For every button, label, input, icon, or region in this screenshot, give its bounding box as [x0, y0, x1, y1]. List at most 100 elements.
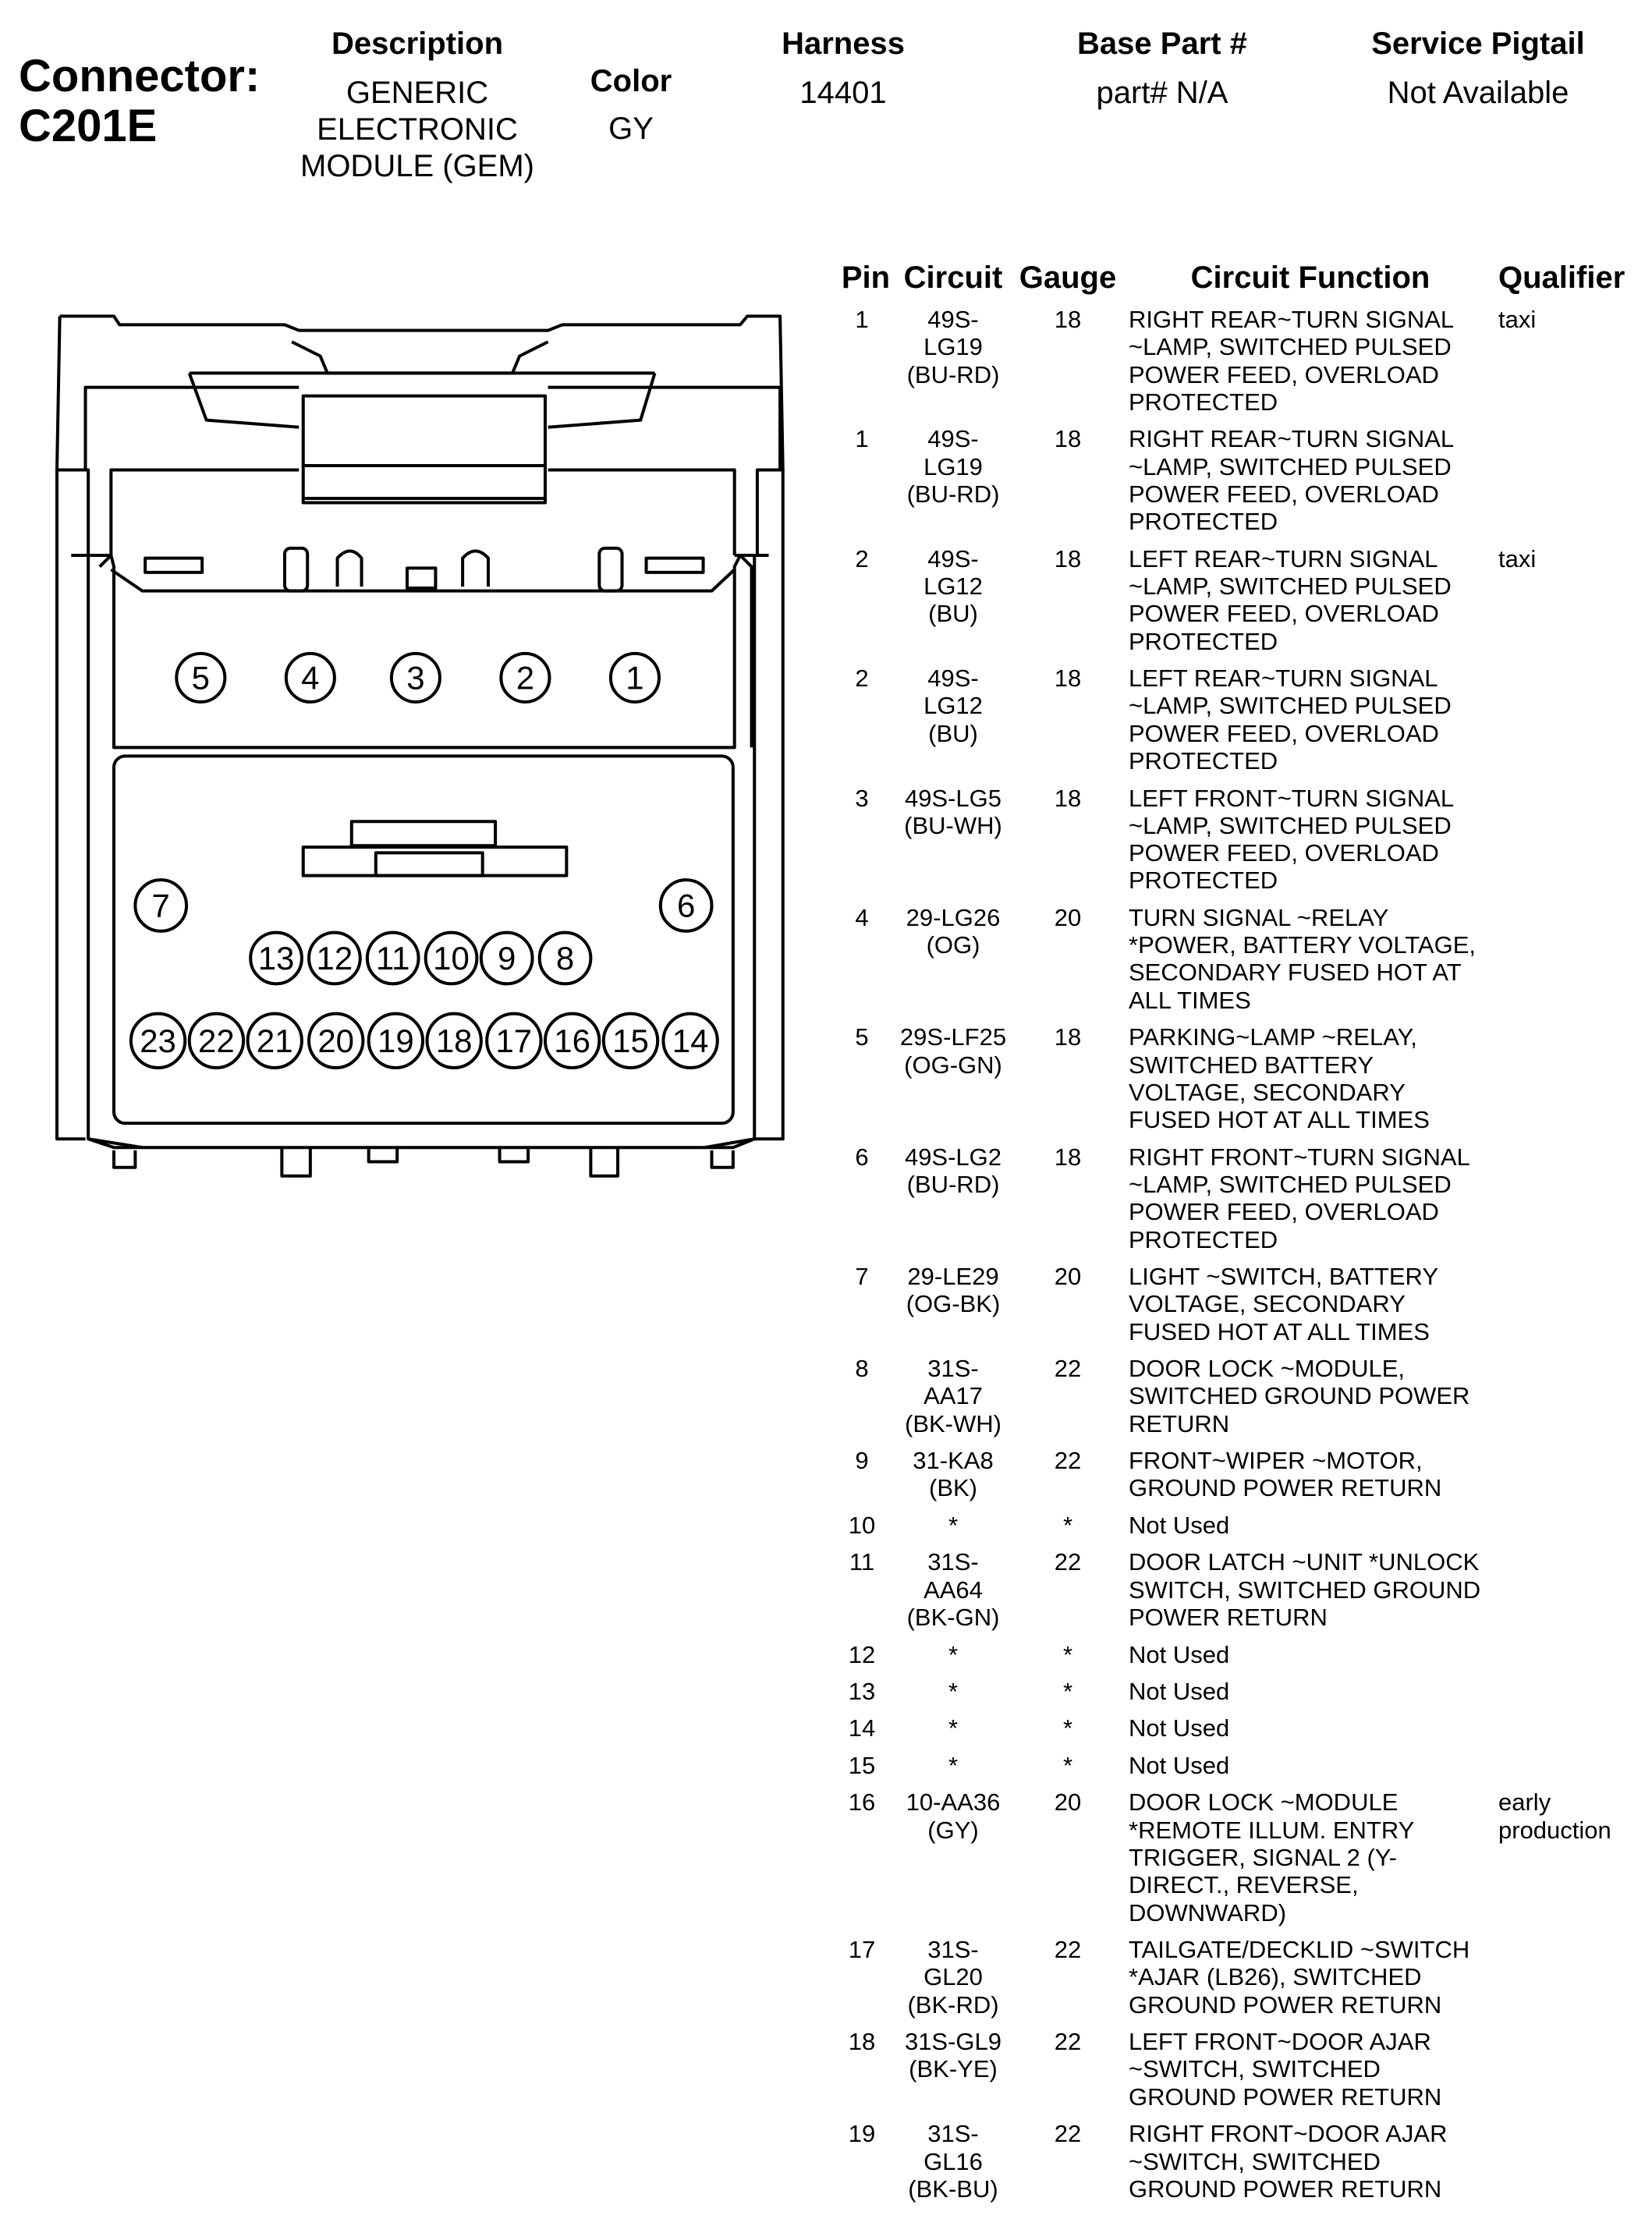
pin-label: 11: [376, 940, 410, 977]
table-row: 3 49S-LG5 (BU-WH) 18 LEFT FRONT~TURN SIGNAL…: [0, 785, 1652, 895]
pin-circle: [424, 930, 479, 986]
pin-number: 3: [855, 784, 869, 812]
pin-label: 13: [258, 940, 295, 977]
qualifier-column-header: Qualifier: [1498, 261, 1625, 295]
connector-housing: [55, 314, 785, 1141]
color-header: Color: [590, 64, 672, 98]
pin-number: 2: [855, 665, 869, 693]
connector-pin-1: 1: [608, 651, 661, 704]
connector-pin-16: 16: [543, 1012, 601, 1070]
pin-number: 15: [848, 1751, 876, 1779]
qualifier: early production: [1498, 1788, 1611, 1844]
circuit-id: 49S- LG12 (BU): [923, 544, 983, 628]
pin-label: 21: [257, 1023, 293, 1059]
keying-feature: [301, 820, 569, 877]
pin-circle: [367, 1012, 425, 1070]
circuit-id: *: [948, 1511, 959, 1539]
wire-gauge: 18: [1054, 544, 1082, 572]
wire-gauge: 22: [1054, 1936, 1082, 1964]
circuit-column-header: Circuit: [903, 261, 1003, 295]
wire-gauge: 18: [1054, 784, 1082, 812]
circuit-function: TURN SIGNAL ~RELAY *POWER, BATTERY VOLTA…: [1129, 903, 1477, 1014]
pin-number: 1: [855, 425, 869, 453]
circuit-id: 31S- GL16 (BK-BU): [908, 2120, 998, 2203]
table-row: 12**Not Used: [0, 1641, 1652, 1668]
pin-circle: [389, 651, 441, 704]
wire-gauge: 18: [1054, 1143, 1082, 1171]
pin-circle: [307, 930, 362, 986]
pin-label: 20: [317, 1023, 354, 1059]
connector-label: Connector:: [19, 51, 261, 101]
pin-number: 13: [848, 1677, 876, 1705]
connector-pin-8: 8: [537, 930, 593, 986]
pin-label: 12: [317, 940, 353, 977]
circuit-function: RIGHT REAR~TURN SIGNAL ~LAMP, SWITCHED P…: [1129, 425, 1455, 536]
circuit-function: Not Used: [1129, 1640, 1230, 1668]
circuit-id: 31S-GL9 (BK-YE): [904, 2028, 1002, 2083]
wire-gauge: *: [1062, 1640, 1073, 1668]
wire-gauge: 22: [1054, 1355, 1082, 1383]
pin-number: 6: [855, 1143, 869, 1171]
circuit-id: 31S- AA64 (BK-GN): [906, 1548, 1000, 1632]
wire-gauge: 18: [1054, 665, 1082, 693]
circuit-id: 49S- LG19 (BU-RD): [906, 425, 1000, 508]
connector-pin-6: 6: [658, 878, 714, 933]
circuit-id: *: [948, 1751, 959, 1779]
connector-pin-13: 13: [249, 930, 303, 986]
wire-gauge: 20: [1054, 1788, 1082, 1817]
pin-circle: [537, 930, 593, 986]
circuit-function: Not Used: [1129, 1714, 1230, 1742]
connector-pin-12: 12: [307, 930, 362, 986]
connector-pin-17: 17: [485, 1012, 543, 1070]
pin-number: 8: [855, 1355, 869, 1383]
connector-pin-10: 10: [424, 930, 479, 986]
pin-label: 23: [140, 1023, 176, 1059]
pin-label: 10: [433, 940, 470, 977]
connector-title: Connector: C201E: [19, 51, 260, 151]
circuit-id: *: [948, 1640, 959, 1668]
connector-pin-14: 14: [661, 1012, 719, 1070]
pin-label: 6: [677, 888, 695, 924]
circuit-function: PARKING~LAMP ~RELAY, SWITCHED BATTERY VO…: [1129, 1023, 1430, 1134]
connector-pin-3: 3: [389, 651, 441, 704]
pin-circle: [365, 930, 420, 986]
circuit-function: LEFT FRONT~DOOR AJAR ~SWITCH, SWITCHED G…: [1129, 2028, 1442, 2111]
wire-gauge: *: [1062, 1751, 1073, 1779]
pin-number: 18: [848, 2028, 876, 2056]
pin-label: 17: [495, 1023, 532, 1059]
circuit-function: Not Used: [1129, 1751, 1230, 1779]
circuit-function: RIGHT FRONT~TURN SIGNAL ~LAMP, SWITCHED …: [1129, 1143, 1470, 1253]
table-row: 14**Not Used: [0, 1714, 1652, 1742]
circuit-id: 29-LG26 (OG): [906, 903, 1001, 959]
pin-label: 4: [301, 660, 319, 697]
circuit-id: *: [948, 1714, 959, 1742]
circuit-function: LEFT FRONT~TURN SIGNAL ~LAMP, SWITCHED P…: [1129, 784, 1455, 895]
wire-gauge: 20: [1054, 1263, 1082, 1290]
qualifier: taxi: [1498, 306, 1537, 333]
pin-number: 11: [849, 1548, 875, 1576]
circuit-id: 29S-LF25 (OG-GN): [899, 1023, 1007, 1079]
pin-circle: [284, 651, 336, 704]
connector-pin-23: 23: [129, 1012, 187, 1070]
wire-gauge: 20: [1054, 903, 1082, 931]
pin-circle: [175, 651, 227, 704]
connector-pin-9: 9: [479, 930, 534, 986]
service-pigtail-value: Not Available: [1387, 76, 1569, 110]
circuit-function: LIGHT ~SWITCH, BATTERY VOLTAGE, SECONDAR…: [1129, 1263, 1439, 1345]
circuit-id: 49S-LG5 (BU-WH): [904, 784, 1002, 839]
pin-label: 14: [672, 1023, 709, 1059]
pin-label: 2: [516, 660, 534, 697]
wire-gauge: *: [1062, 1677, 1073, 1705]
circuit-function: RIGHT REAR~TURN SIGNAL ~LAMP, SWITCHED P…: [1129, 306, 1455, 416]
wire-gauge: 18: [1054, 306, 1082, 333]
